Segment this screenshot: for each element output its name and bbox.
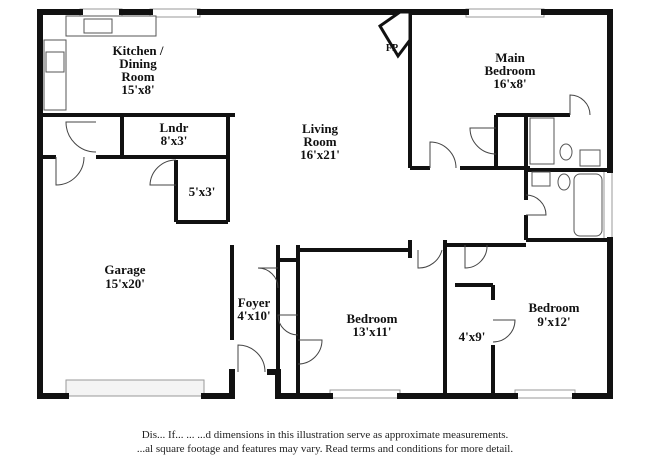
door-bed3-closet	[492, 319, 516, 343]
room-labels: Kitchen / Dining Room 15'x8' Lndr 8'x3' …	[104, 43, 579, 344]
door-hall-bed2	[417, 249, 443, 269]
door-living-main	[429, 141, 457, 169]
door-main-bath	[569, 94, 591, 116]
garage-label: Garage	[104, 262, 145, 277]
window-bedroom-2	[329, 389, 401, 399]
toilet-hall	[557, 173, 571, 191]
fireplace-label: FP	[386, 43, 398, 54]
garage-size: 15'x20'	[105, 276, 145, 291]
kitchen-sink	[83, 18, 113, 34]
exterior-walls	[37, 9, 613, 399]
window-main-bedroom	[465, 8, 545, 18]
door-main-closet	[469, 127, 497, 155]
laundry-size: 8'x3'	[161, 133, 188, 148]
kitchen-counter	[43, 39, 67, 111]
toilet-main	[559, 143, 573, 161]
foyer-size: 4'x10'	[237, 308, 270, 323]
shower	[529, 117, 555, 165]
bedroom-3-label: Bedroom	[528, 300, 579, 315]
interior-walls	[40, 12, 610, 396]
windows	[65, 8, 613, 399]
bathtub	[573, 173, 603, 237]
door-hall-bed3	[464, 244, 488, 269]
door-foyer-bedroom	[277, 314, 299, 336]
bedroom-3-size: 9'x12'	[537, 314, 570, 329]
fixtures	[43, 15, 603, 237]
disclaimer-line-1: Dis... If... ... ...d dimensions in this…	[141, 429, 509, 441]
door-kitchen-laundry	[65, 121, 97, 153]
disclaimer: Dis... If... ... ...d dimensions in this…	[0, 428, 650, 456]
door-hall-bath	[525, 194, 547, 216]
closet-size: 5'x3'	[189, 184, 216, 199]
foyer-label: Foyer	[238, 295, 271, 310]
window-bath	[603, 169, 613, 241]
door-closet	[149, 159, 177, 186]
window-kitchen-2	[149, 8, 201, 18]
door-garage	[55, 156, 85, 186]
kitchen-stove	[45, 51, 65, 73]
living-label-1: Living	[302, 121, 339, 136]
laundry-label: Lndr	[160, 120, 189, 135]
door-bedroom-2	[297, 339, 323, 365]
disclaimer-line-2: ...al square footage and features may va…	[136, 443, 514, 455]
kitchen-label-1: Kitchen /	[113, 43, 164, 58]
living-label-2: Room	[303, 134, 336, 149]
doors	[55, 94, 591, 373]
window-bedroom-3	[514, 389, 576, 399]
door-front	[237, 344, 266, 373]
door-foyer-closet	[257, 267, 279, 289]
living-size: 16'x21'	[300, 147, 340, 162]
kitchen-label-2: Dining	[119, 56, 157, 71]
main-bedroom-size: 16'x8'	[493, 76, 526, 91]
sink-hall	[531, 171, 551, 187]
kitchen-label-3: Room	[121, 69, 154, 84]
garage-door	[65, 379, 205, 397]
bedroom-2-size: 13'x11'	[352, 324, 391, 339]
bedroom-2-label: Bedroom	[346, 311, 397, 326]
kitchen-size: 15'x8'	[121, 82, 154, 97]
fireplace	[377, 10, 412, 59]
sink-main	[579, 149, 601, 167]
main-bedroom-label-1: Main	[495, 50, 525, 65]
closet-2-size: 4'x9'	[459, 329, 486, 344]
main-bedroom-label-2: Bedroom	[484, 63, 535, 78]
